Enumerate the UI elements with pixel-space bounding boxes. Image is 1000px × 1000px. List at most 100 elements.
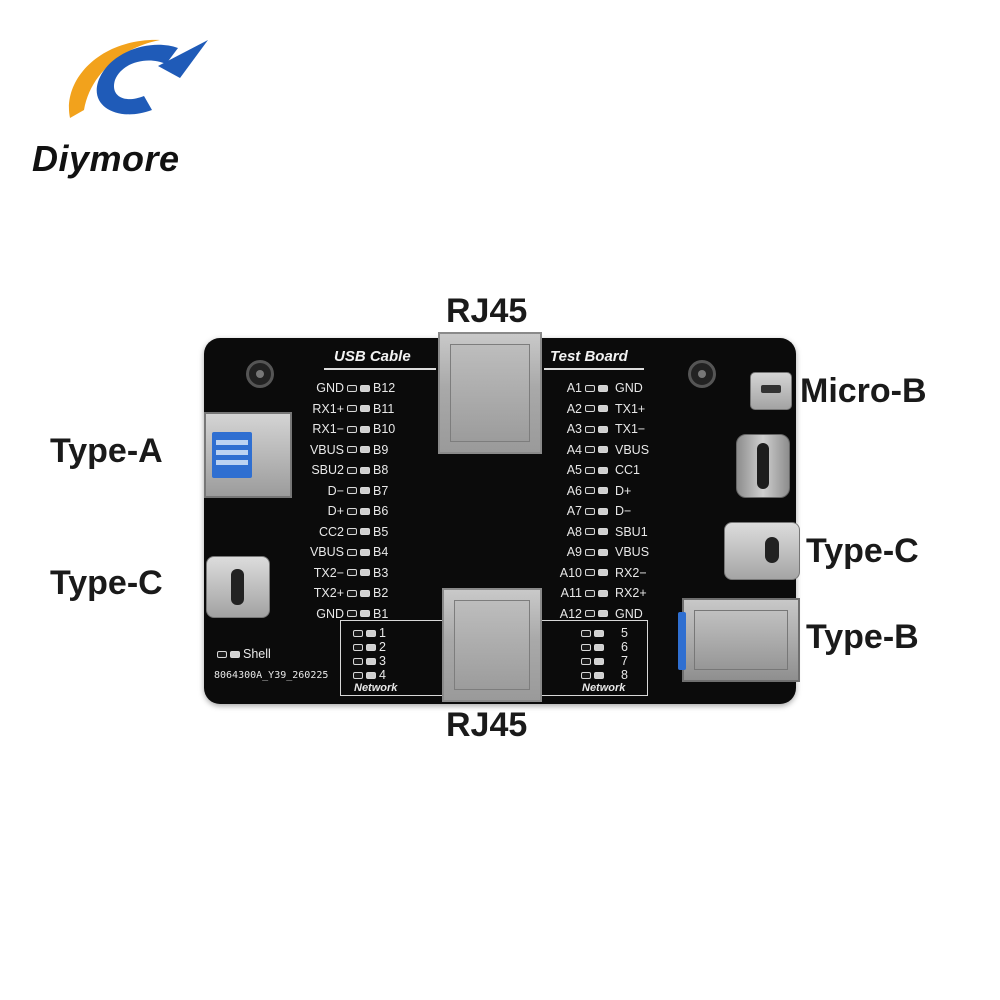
led (360, 569, 370, 577)
logo-orange-swoosh (68, 39, 160, 118)
pin-number: A9 (566, 545, 582, 560)
led (347, 528, 357, 536)
led (347, 384, 357, 392)
diymore-logo (68, 39, 208, 118)
led (347, 507, 357, 515)
led (585, 589, 595, 597)
header-test-board: Test Board (550, 348, 628, 365)
pin-number: A10 (559, 565, 582, 580)
network-pin: 8 (621, 668, 628, 682)
type-c-vertical-connector (736, 434, 790, 498)
label-rj45-bottom: RJ45 (446, 706, 528, 744)
led (598, 466, 608, 474)
label-type-c-right: Type-C (806, 532, 919, 570)
network-row: 1 (350, 626, 386, 640)
mounting-hole-left (246, 360, 274, 388)
network-label-left: Network (354, 682, 398, 694)
network-row: 3 (350, 654, 386, 668)
pin-signal: TX1− (615, 422, 646, 437)
pin-signal: RX1+ (312, 401, 344, 416)
led (347, 569, 357, 577)
led (347, 487, 357, 495)
led (360, 589, 370, 597)
led (360, 446, 370, 454)
pin-number: B4 (373, 545, 389, 560)
pin-number: A1 (566, 381, 582, 396)
header-underline-left (324, 368, 436, 370)
pin-number: B9 (373, 442, 389, 457)
led (594, 629, 604, 637)
rj45-connector-bottom (442, 588, 542, 702)
pin-signal: GND (615, 606, 643, 621)
network-row: 2 (350, 640, 386, 654)
pin-number: B10 (373, 422, 396, 437)
led (360, 384, 370, 392)
brand-name: Diymore (32, 138, 180, 179)
led (360, 528, 370, 536)
led (347, 610, 357, 618)
led (585, 569, 595, 577)
led (347, 446, 357, 454)
pin-signal: GND (316, 381, 344, 396)
pin-row: GND B1 (300, 604, 395, 625)
led (598, 446, 608, 454)
pin-row: D+B6 (300, 501, 395, 522)
pin-number: A6 (566, 483, 582, 498)
pin-number: B2 (373, 586, 389, 601)
label-type-c-left: Type-C (50, 564, 163, 602)
led (585, 446, 595, 454)
led (353, 657, 363, 665)
pin-number: A5 (566, 463, 582, 478)
network-row: 5 (578, 626, 628, 640)
led (598, 487, 608, 495)
pin-number: B5 (373, 524, 389, 539)
pin-row: A4 VBUS (556, 440, 649, 461)
led (366, 657, 376, 665)
led (230, 650, 240, 658)
led (598, 569, 608, 577)
led (585, 610, 595, 618)
led (366, 671, 376, 679)
led (366, 643, 376, 651)
pin-signal: CC2 (318, 524, 344, 539)
led (585, 487, 595, 495)
type-a-connector (204, 412, 292, 498)
label-type-b: Type-B (806, 618, 919, 656)
led (585, 507, 595, 515)
led (347, 466, 357, 474)
pin-number: A11 (560, 586, 582, 601)
led (581, 643, 591, 651)
header-usb-cable: USB Cable (334, 348, 411, 365)
pin-row: A6 D+ (556, 481, 649, 502)
pin-number: A12 (559, 606, 582, 621)
label-micro-b: Micro-B (800, 372, 927, 410)
pin-number: B1 (373, 606, 389, 621)
pin-number: A4 (566, 442, 582, 457)
led (598, 384, 608, 392)
led (594, 657, 604, 665)
logo-blue-tail (158, 40, 208, 78)
type-c-left-connector (206, 556, 270, 618)
network-pin: 6 (621, 640, 628, 654)
label-rj45-top: RJ45 (446, 292, 528, 330)
pin-signal: D+ (615, 483, 632, 498)
led (347, 589, 357, 597)
led (585, 405, 595, 413)
shell-indicator: Shell (214, 646, 271, 662)
network-row: 7 (578, 654, 628, 668)
pin-number: B6 (373, 504, 389, 519)
pin-signal: VBUS (615, 442, 650, 457)
pin-number: B3 (373, 565, 389, 580)
led (598, 425, 608, 433)
pin-signal: GND (316, 606, 344, 621)
rj45-connector-top (438, 332, 542, 454)
led (581, 629, 591, 637)
